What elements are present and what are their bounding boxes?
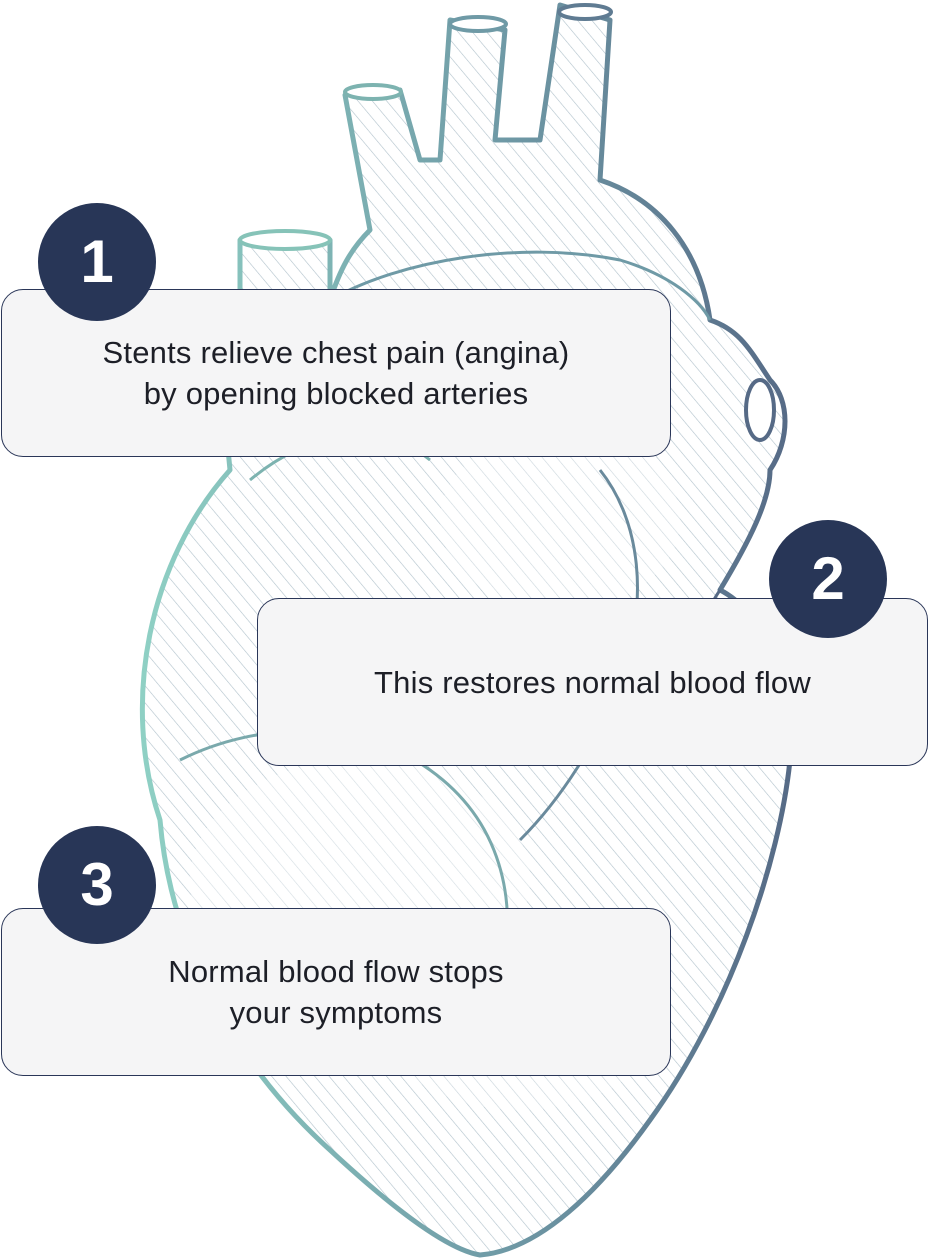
step-3-text: Normal blood flow stops your symptoms	[168, 954, 504, 1030]
step-1-text: Stents relieve chest pain (angina) by op…	[102, 335, 570, 411]
step-1-badge: 1	[38, 203, 156, 321]
step-2-text: This restores normal blood flow	[374, 664, 811, 700]
step-2-badge: 2	[769, 520, 887, 638]
step-3-badge: 3	[38, 826, 156, 944]
